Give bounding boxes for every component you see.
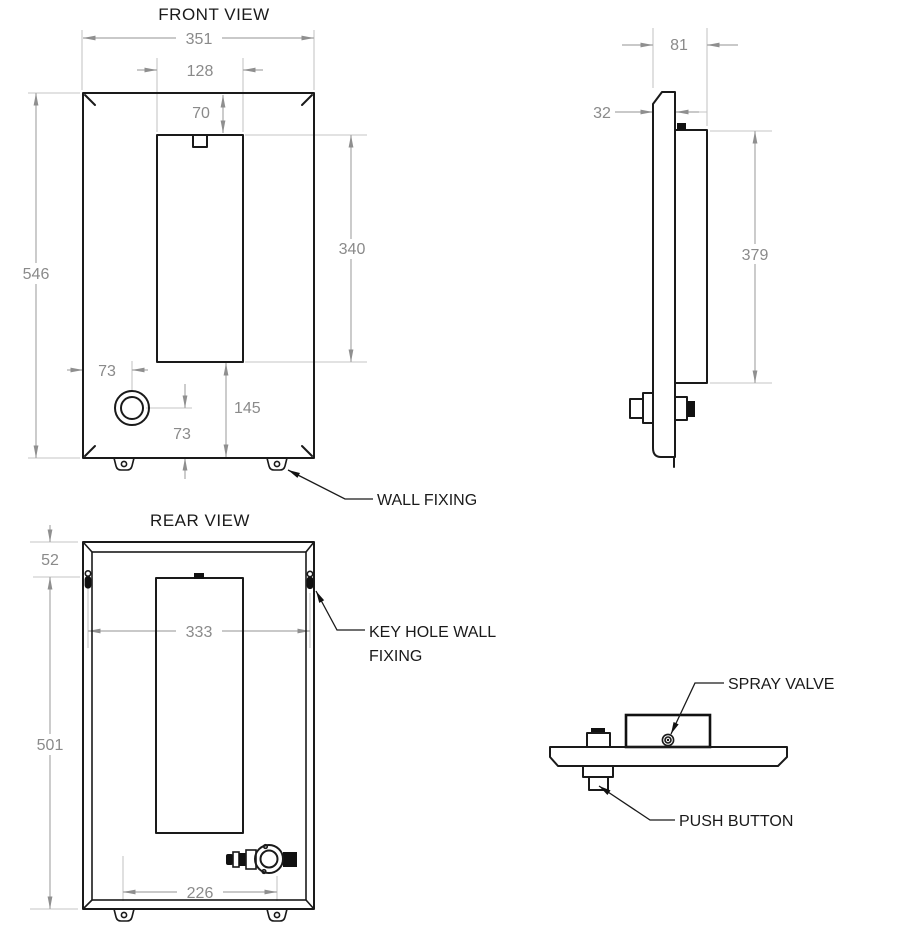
dim-bottom-fixing-spacing: 226 — [187, 885, 214, 902]
spray-valve-label: SPRAY VALVE — [728, 676, 834, 693]
rear-mounting-tab-left — [113, 908, 135, 922]
dim-rear-body-height: 379 — [742, 247, 769, 264]
rear-panel-outline — [82, 541, 315, 910]
side-front-panel — [652, 91, 676, 458]
front-panel-outline — [82, 92, 315, 459]
dim-recess-width: 128 — [187, 63, 214, 80]
rear-view-extension-lines — [30, 541, 311, 910]
front-panel-corner-marks — [84, 94, 313, 457]
keyhole-fixing-right — [306, 570, 314, 590]
wall-fixing-label: WALL FIXING — [377, 492, 477, 509]
dim-panel-depth: 32 — [593, 105, 611, 122]
dim-keyhole-spacing: 333 — [186, 624, 213, 641]
detail-base-plate — [549, 746, 788, 767]
dim-recess-to-base: 145 — [234, 400, 261, 417]
rear-recess-notch — [194, 573, 204, 579]
front-recess-notch — [192, 134, 208, 148]
keyhole-leader — [315, 590, 365, 631]
rear-view: REAR VIEW 52 501 333 226 — [26, 511, 496, 922]
spray-valve-leader — [670, 682, 724, 735]
dim-recess-height: 340 — [339, 241, 366, 258]
detail-push-button — [582, 765, 614, 791]
rear-recess-opening — [155, 577, 244, 834]
rear-panel-inner-edge — [91, 551, 307, 901]
front-push-button — [114, 390, 150, 426]
front-view: FRONT VIEW — [15, 5, 477, 509]
dim-top-to-recess: 70 — [192, 105, 210, 122]
side-inlet-fitting — [674, 396, 695, 421]
detail-top-clip — [586, 728, 611, 748]
spray-valve — [661, 733, 675, 747]
dim-top-to-keyhole: 52 — [41, 552, 59, 569]
push-button-leader — [598, 785, 675, 821]
side-view: 81 32 379 — [593, 28, 777, 468]
dim-overall-height: 546 — [23, 266, 50, 283]
wall-fixing-leader — [287, 469, 373, 500]
front-mounting-tab-right — [266, 457, 288, 471]
keyhole-fixing-left — [84, 569, 92, 589]
front-view-extension-lines — [28, 30, 367, 459]
dim-overall-width: 351 — [186, 31, 213, 48]
dim-button-offset-x: 73 — [98, 363, 116, 380]
side-top-clip — [677, 123, 686, 130]
push-button-label: PUSH BUTTON — [679, 813, 793, 830]
side-push-button — [629, 392, 654, 424]
rear-mounting-tab-right — [266, 908, 288, 922]
front-mounting-tab-left — [113, 457, 135, 471]
side-rear-body — [674, 129, 708, 384]
bottom-detail-view: SPRAY VALVE PUSH BUTTON — [549, 676, 834, 830]
rear-panel-corner-joints — [82, 541, 315, 910]
rear-view-title: REAR VIEW — [150, 511, 250, 530]
side-view-extension-lines — [652, 28, 772, 384]
dim-keyhole-to-base: 501 — [37, 737, 64, 754]
rear-inlet-valve-assembly — [226, 843, 297, 875]
dim-overall-depth: 81 — [670, 37, 688, 54]
front-recess-opening — [156, 134, 244, 363]
dim-button-offset-y: 73 — [173, 426, 191, 443]
side-view-dimension-lines — [615, 42, 758, 383]
keyhole-label-line1: KEY HOLE WALL — [369, 624, 496, 641]
keyhole-label-line2: FIXING — [369, 648, 422, 665]
front-view-title: FRONT VIEW — [158, 5, 269, 24]
